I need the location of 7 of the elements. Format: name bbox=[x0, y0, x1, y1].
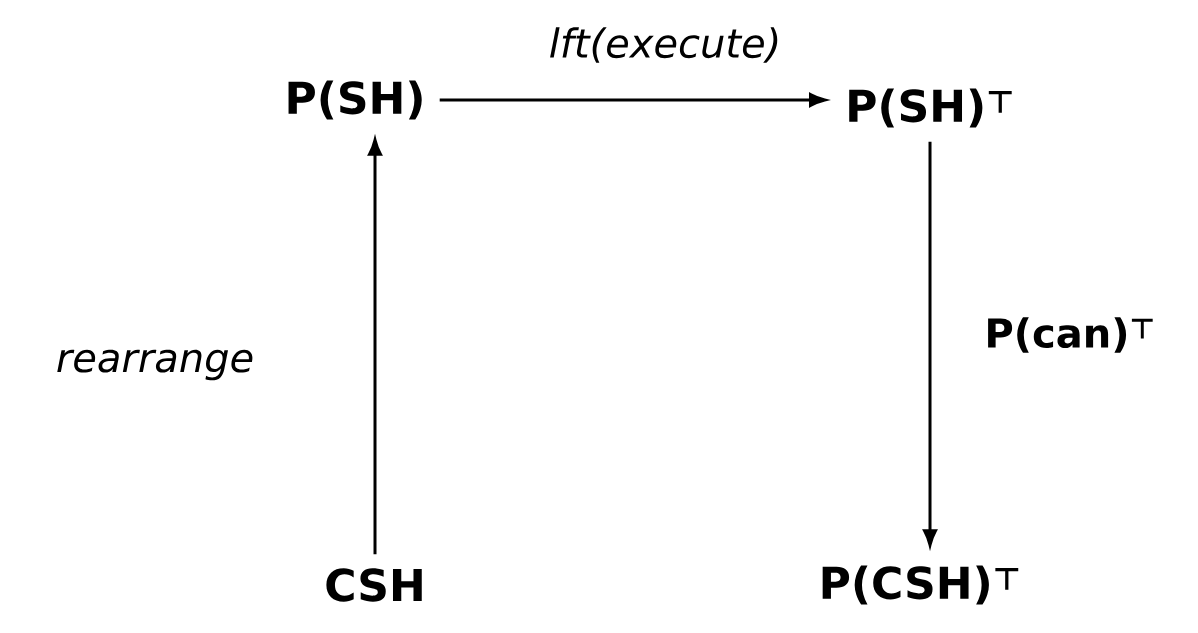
edge-label: rearrange bbox=[57, 349, 253, 381]
node-label: P(CSH)$^{⊤}$ bbox=[822, 565, 1019, 605]
edge-label: lft(execute) bbox=[550, 27, 778, 63]
node-label: CSH bbox=[326, 568, 422, 602]
edge-label: P(can)$^{⊤}$ bbox=[988, 317, 1153, 353]
node-label: P(SH) bbox=[288, 80, 422, 120]
node-label: P(SH)$^{⊤}$ bbox=[849, 88, 1012, 128]
